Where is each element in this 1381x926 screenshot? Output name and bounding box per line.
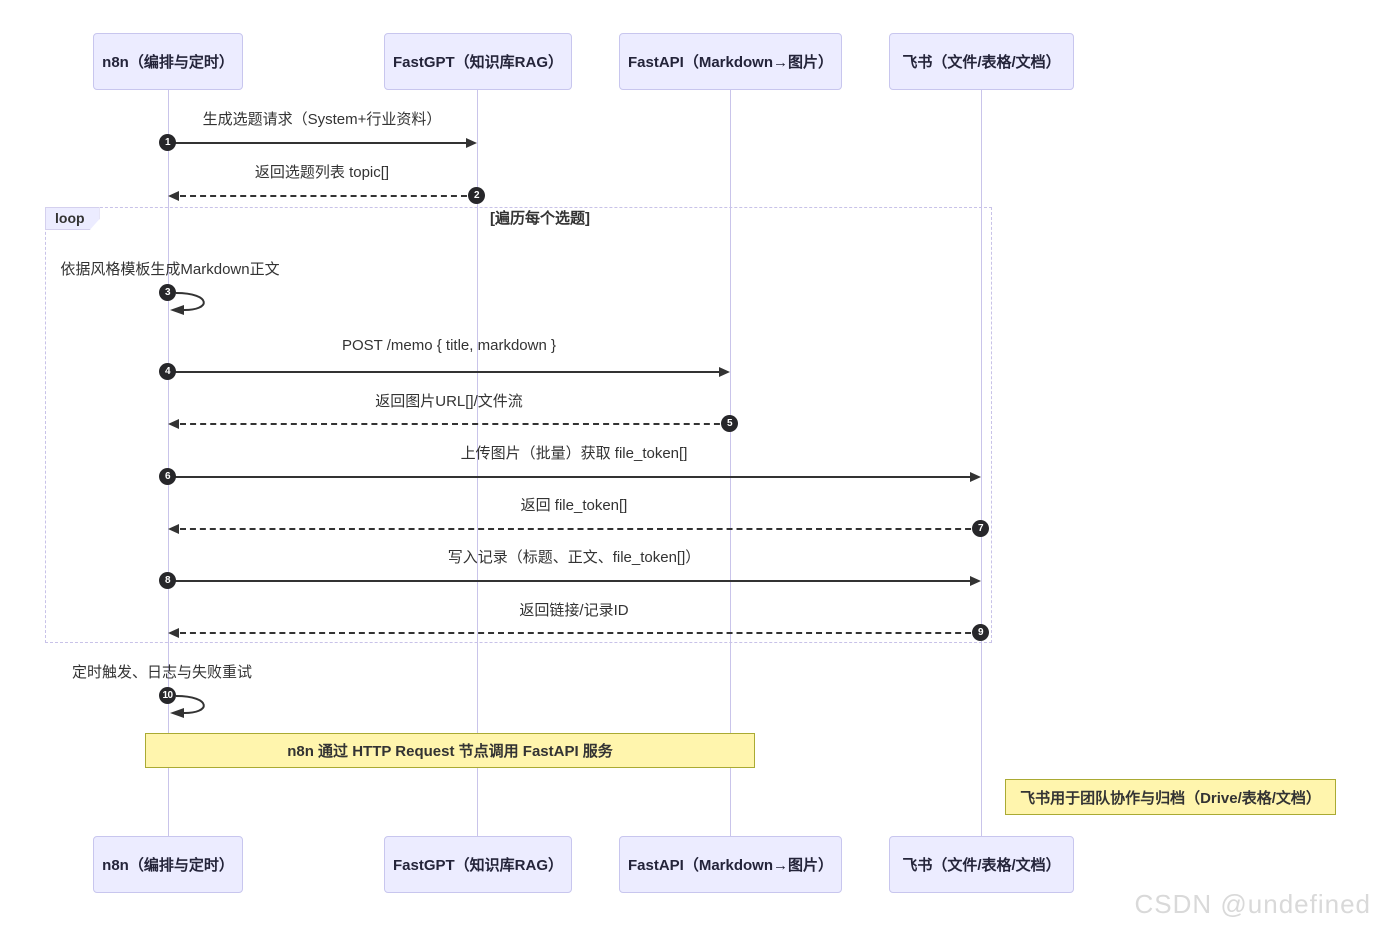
loop-frame — [45, 207, 992, 643]
arrowhead-left-icon — [168, 628, 179, 638]
csdn-watermark: CSDN @undefined — [1134, 889, 1371, 919]
message-label: 上传图片（批量）获取 file_token[] — [460, 445, 688, 462]
message-label: 写入记录（标题、正文、file_token[]） — [447, 549, 701, 566]
actor-top-n8n: n8n（编排与定时） — [93, 33, 243, 90]
sequence-number-badge: 8 — [159, 572, 176, 589]
actor-bottom-fastapi: FastAPI（Markdown→图片） — [619, 836, 842, 893]
lifeline-feishu — [981, 90, 982, 836]
arrowhead-left-icon — [168, 419, 179, 429]
actor-bottom-fastgpt: FastGPT（知识库RAG） — [384, 836, 572, 893]
sequence-number-badge: 4 — [159, 363, 176, 380]
loop-tag: loop — [45, 207, 100, 230]
message-line — [168, 580, 970, 582]
message-label: 定时触发、日志与失败重试 — [71, 664, 253, 681]
message-line — [180, 632, 981, 634]
message-line — [180, 423, 730, 425]
message-line — [168, 371, 719, 373]
actor-bottom-n8n: n8n（编排与定时） — [93, 836, 243, 893]
actor-top-feishu: 飞书（文件/表格/文档） — [889, 33, 1074, 90]
message-line — [168, 142, 467, 144]
lifeline-fastapi — [730, 90, 731, 836]
sequence-number-badge: 7 — [972, 520, 989, 537]
note-feishu-archive: 飞书用于团队协作与归档（Drive/表格/文档） — [1005, 779, 1336, 815]
arrowhead-left-icon — [168, 524, 179, 534]
message-label: POST /memo { title, markdown } — [342, 337, 556, 354]
sequence-number-badge: 10 — [159, 687, 176, 704]
arrowhead-left-icon — [168, 191, 179, 201]
arrowhead-right-icon — [719, 367, 730, 377]
lifeline-fastgpt — [477, 90, 478, 836]
message-label: 返回图片URL[]/文件流 — [375, 393, 523, 410]
message-line — [180, 528, 981, 530]
message-label: 返回选题列表 topic[] — [254, 164, 390, 181]
arrowhead-right-icon — [466, 138, 477, 148]
arrowhead-right-icon — [970, 472, 981, 482]
loop-condition: [遍历每个选题] — [490, 210, 590, 227]
sequence-number-badge: 5 — [721, 415, 738, 432]
message-label: 生成选题请求（System+行业资料） — [202, 111, 442, 128]
sequence-number-badge: 6 — [159, 468, 176, 485]
note-http-request: n8n 通过 HTTP Request 节点调用 FastAPI 服务 — [145, 733, 755, 768]
message-line — [180, 195, 477, 197]
message-line — [168, 476, 970, 478]
actor-bottom-feishu: 飞书（文件/表格/文档） — [889, 836, 1074, 893]
arrowhead-right-icon — [970, 576, 981, 586]
sequence-number-badge: 2 — [468, 187, 485, 204]
message-label: 依据风格模板生成Markdown正文 — [60, 261, 280, 278]
actor-top-fastapi: FastAPI（Markdown→图片） — [619, 33, 842, 90]
sequence-number-badge: 3 — [159, 284, 176, 301]
self-message-arrow — [170, 292, 205, 315]
message-label: 返回 file_token[] — [520, 497, 628, 514]
actor-top-fastgpt: FastGPT（知识库RAG） — [384, 33, 572, 90]
sequence-number-badge: 1 — [159, 134, 176, 151]
self-message-arrow — [170, 695, 205, 718]
sequence-number-badge: 9 — [972, 624, 989, 641]
message-label: 返回链接/记录ID — [519, 602, 629, 619]
lifeline-n8n — [168, 90, 169, 836]
